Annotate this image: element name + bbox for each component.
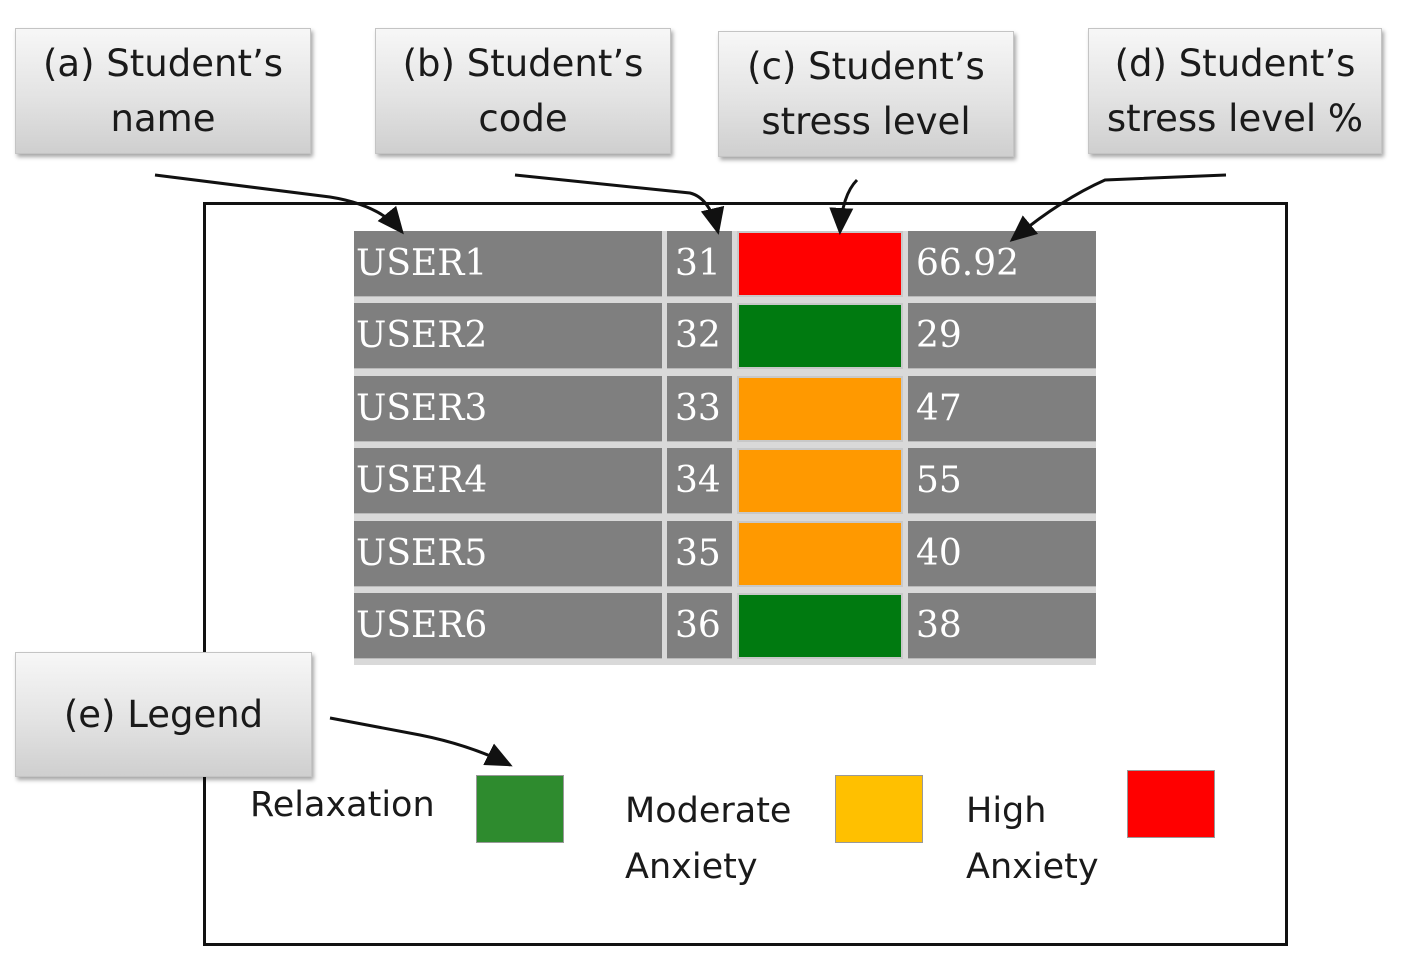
cell-student-name: USER5 <box>354 521 662 587</box>
legend-swatch-high-anxiety <box>1127 770 1215 838</box>
cell-stress-percent: 29 <box>908 303 1096 369</box>
cell-stress-level <box>737 303 903 369</box>
legend-label-high-anxiety: High Anxiety <box>966 791 1099 887</box>
dashboard-frame <box>203 202 1288 946</box>
cell-stress-level <box>737 448 903 514</box>
cell-student-code: 36 <box>667 593 732 659</box>
legend-swatch-moderate-anxiety <box>835 775 923 843</box>
cell-student-code: 33 <box>667 376 732 442</box>
cell-student-name: USER3 <box>354 376 662 442</box>
callout-stress-level: (c) Student’s stress level <box>718 31 1014 157</box>
cell-stress-level <box>737 593 903 659</box>
cell-student-name: USER1 <box>354 231 662 297</box>
arrow-to-legend <box>329 716 513 767</box>
cell-stress-percent: 40 <box>908 521 1096 587</box>
legend-label-moderate-anxiety: Moderate Anxiety <box>625 791 792 887</box>
arrow-to-stress-percent <box>1009 173 1227 242</box>
legend-swatch-relaxation <box>476 775 564 843</box>
cell-student-code: 32 <box>667 303 732 369</box>
legend-label-relaxation: Relaxation <box>250 785 435 825</box>
cell-student-code: 35 <box>667 521 732 587</box>
cell-student-name: USER2 <box>354 303 662 369</box>
callout-stress-level-percent: (d) Student’s stress level % <box>1088 28 1382 154</box>
cell-stress-percent: 66.92 <box>908 231 1096 297</box>
callout-student-name: (a) Student’s name <box>15 28 311 154</box>
arrow-to-code <box>514 173 725 235</box>
cell-student-code: 34 <box>667 448 732 514</box>
cell-stress-percent: 38 <box>908 593 1096 659</box>
callout-student-code: (b) Student’s code <box>375 28 671 154</box>
arrow-to-name <box>154 173 404 235</box>
cell-student-name: USER4 <box>354 448 662 514</box>
cell-student-code: 31 <box>667 231 732 297</box>
cell-student-name: USER6 <box>354 593 662 659</box>
cell-stress-level <box>737 231 903 297</box>
cell-stress-level <box>737 376 903 442</box>
cell-stress-percent: 47 <box>908 376 1096 442</box>
callout-legend: (e) Legend <box>15 652 312 777</box>
cell-stress-level <box>737 521 903 587</box>
cell-stress-percent: 55 <box>908 448 1096 514</box>
arrow-to-stress-level <box>829 178 859 235</box>
